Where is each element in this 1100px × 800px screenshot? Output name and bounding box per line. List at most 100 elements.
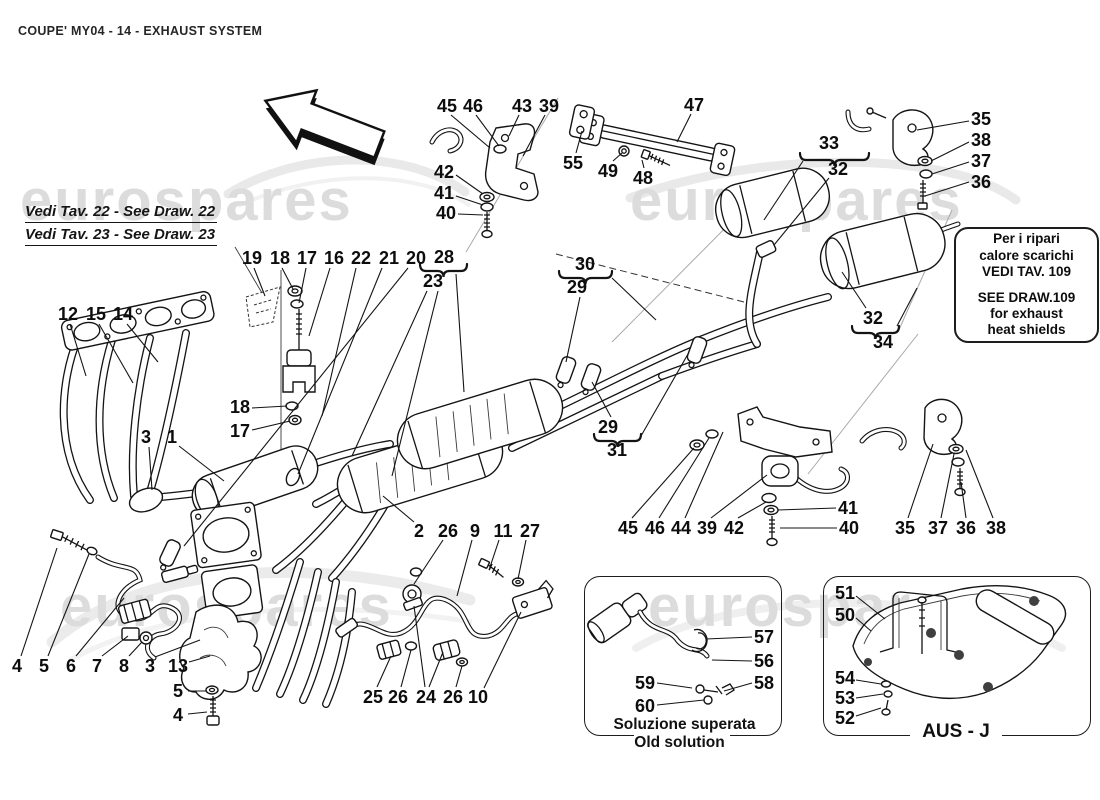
leader-line <box>960 481 967 519</box>
oxygen-sensor <box>160 564 199 583</box>
part-label-50: 50 <box>834 605 856 625</box>
part-label-27: 27 <box>519 521 541 541</box>
part-label-21: 21 <box>378 248 400 268</box>
part-label-59: 59 <box>634 673 656 693</box>
part-label-14: 14 <box>112 304 134 324</box>
part-label-32: 32 <box>827 159 849 179</box>
leader-line <box>483 611 522 689</box>
part-label-5: 5 <box>38 656 50 676</box>
leader-line <box>723 682 753 692</box>
sensor-cable-hardware <box>335 557 554 667</box>
part-label-9: 9 <box>469 521 481 541</box>
part-label-17: 17 <box>229 421 251 441</box>
part-label-42: 42 <box>433 162 455 182</box>
leader-line <box>711 659 753 662</box>
leader-line <box>773 177 830 246</box>
part-label-46: 46 <box>462 96 484 116</box>
leader-line <box>400 649 412 688</box>
eurospares-watermark: eurospares <box>20 168 353 233</box>
part-label-37: 37 <box>970 151 992 171</box>
leader-line <box>965 449 994 519</box>
rear-muffler-1 <box>714 167 830 239</box>
leader-line <box>47 553 90 657</box>
gasket-plate-1 <box>190 501 262 569</box>
part-label-31: 31 <box>606 440 628 460</box>
leader-line <box>924 181 970 197</box>
leader-line <box>676 113 692 143</box>
leader-line <box>450 114 491 149</box>
leader-line <box>475 114 500 147</box>
part-label-55: 55 <box>562 153 584 173</box>
aus-j-caption: AUS - J <box>823 721 1089 743</box>
plate-55 <box>568 104 596 140</box>
leader-line <box>656 682 693 689</box>
part-label-22: 22 <box>350 248 372 268</box>
part-label-10: 10 <box>467 687 489 707</box>
leader-line <box>517 539 527 580</box>
part-label-48: 48 <box>632 168 654 188</box>
part-label-36: 36 <box>955 518 977 538</box>
part-label-26: 26 <box>437 521 459 541</box>
bolt-4 <box>50 529 92 554</box>
old-solution-art <box>587 592 735 705</box>
pipes <box>59 248 832 708</box>
part-label-42: 42 <box>723 518 745 538</box>
label-group-brace <box>418 262 469 278</box>
see-draw-note: Vedi Tav. 22 - See Draw. 22 Vedi Tav. 23… <box>25 203 218 249</box>
leader-line <box>413 539 444 585</box>
part-label-13: 13 <box>167 656 189 676</box>
leader-line <box>455 273 465 393</box>
leader-line <box>656 699 705 706</box>
part-label-37: 37 <box>927 518 949 538</box>
part-label-20: 20 <box>405 248 427 268</box>
leader-line <box>457 213 484 216</box>
part-label-43: 43 <box>511 96 533 116</box>
leader-line <box>456 539 473 597</box>
part-label-8: 8 <box>118 656 130 676</box>
label-group-brace <box>850 324 901 340</box>
leader-line <box>930 141 970 162</box>
part-label-46: 46 <box>644 518 666 538</box>
leader-line <box>148 446 153 491</box>
leader-line <box>641 159 645 169</box>
part-label-47: 47 <box>683 95 705 115</box>
leader-line <box>591 381 612 418</box>
part-label-45: 45 <box>617 518 639 538</box>
leader-line <box>907 443 934 519</box>
leader-line <box>128 641 143 657</box>
part-label-53: 53 <box>834 688 856 708</box>
leader-line <box>382 495 415 523</box>
leader-line <box>777 507 837 511</box>
leader-line <box>705 636 753 640</box>
leader-line <box>308 267 331 337</box>
part-label-1: 1 <box>166 427 178 447</box>
part-label-56: 56 <box>753 651 775 671</box>
part-label-29: 29 <box>566 277 588 297</box>
part-label-18: 18 <box>229 397 251 417</box>
leader-line <box>281 267 294 290</box>
leader-line <box>98 323 134 384</box>
part-label-4: 4 <box>172 705 184 725</box>
heat-shield-3 <box>179 604 262 700</box>
aus-heat-shield-art <box>852 584 1067 716</box>
bracket-35-bottom <box>923 398 966 497</box>
leader-line <box>428 651 444 688</box>
leader-line <box>391 290 439 477</box>
leader-line <box>253 267 266 297</box>
part-label-34: 34 <box>872 332 894 352</box>
part-label-60: 60 <box>634 696 656 716</box>
leader-line <box>126 323 159 363</box>
leader-line <box>69 323 87 377</box>
part-label-51: 51 <box>834 583 856 603</box>
label-group-brace <box>592 432 643 448</box>
part-label-28: 28 <box>433 247 455 267</box>
leader-line <box>737 501 767 519</box>
rear-muffler-2 <box>819 212 946 290</box>
part-label-16: 16 <box>323 248 345 268</box>
part-label-35: 35 <box>894 518 916 538</box>
leader-line <box>183 267 409 547</box>
leader-line <box>455 665 463 688</box>
leader-line <box>611 277 657 321</box>
